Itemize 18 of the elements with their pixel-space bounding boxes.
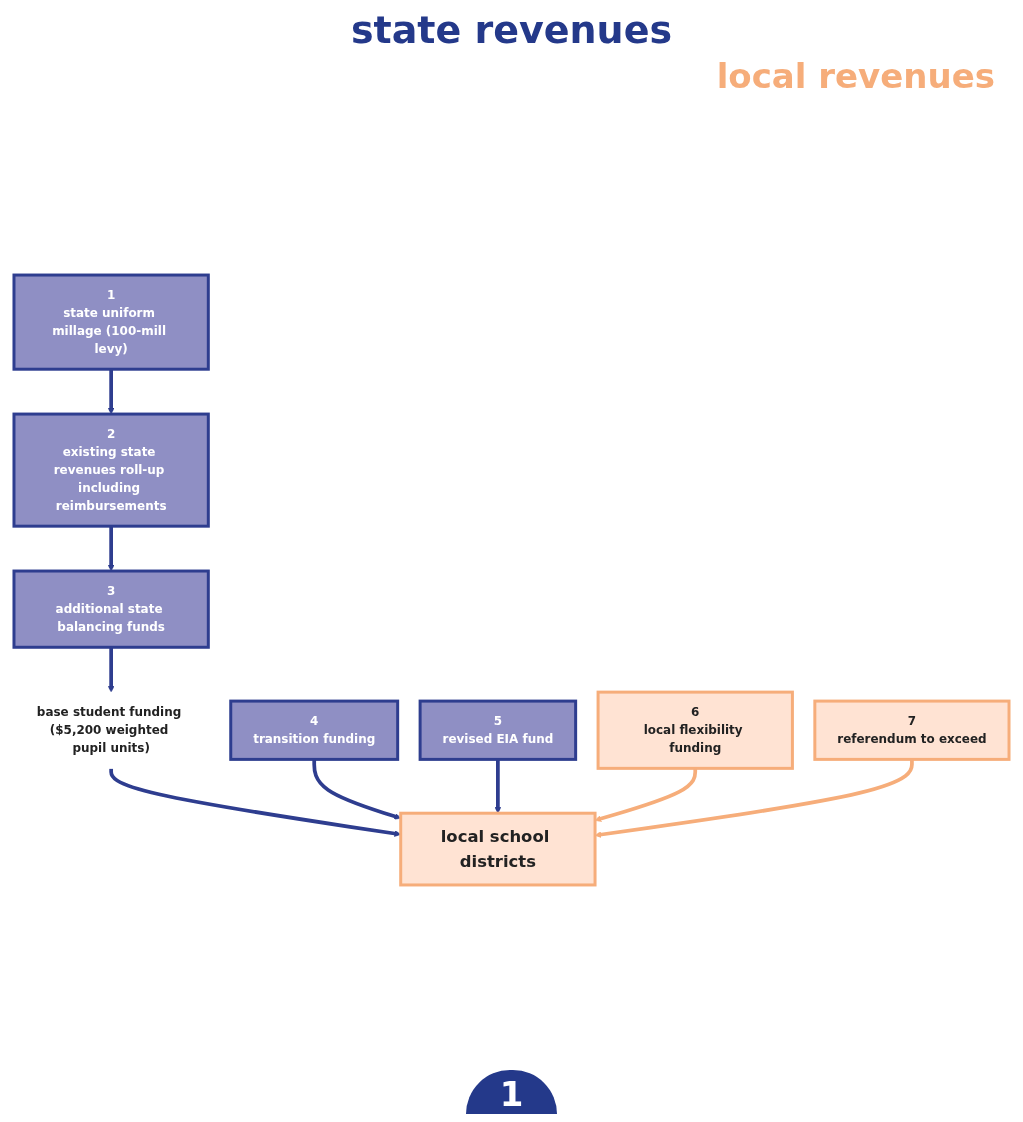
arrow	[107, 647, 115, 693]
node-box: 6 local flexibility funding	[596, 690, 794, 770]
node-box: 1 state uniform millage (100-mill levy)	[12, 273, 210, 371]
node-box: 4 transition funding	[229, 699, 400, 761]
node-box: 5 revised EIA fund	[418, 699, 578, 761]
title: state revenues	[350, 8, 673, 52]
node-box: 7 referendum to exceed	[813, 699, 1011, 761]
node-text: base student funding ($5,200 weighted pupil units)	[36, 704, 182, 755]
arrow	[312, 759, 401, 820]
arrow	[494, 759, 502, 814]
page-number-tab: 1	[465, 1070, 558, 1114]
node-box: 3 additional state balancing funds	[12, 569, 210, 649]
arrow	[107, 369, 115, 415]
section-heading: local revenues	[716, 56, 995, 96]
node-box: local school districts	[399, 811, 597, 887]
arrow	[107, 526, 115, 572]
arrow	[109, 768, 401, 837]
node-box: 2 existing state revenues roll-up including reimbursements	[12, 412, 210, 528]
